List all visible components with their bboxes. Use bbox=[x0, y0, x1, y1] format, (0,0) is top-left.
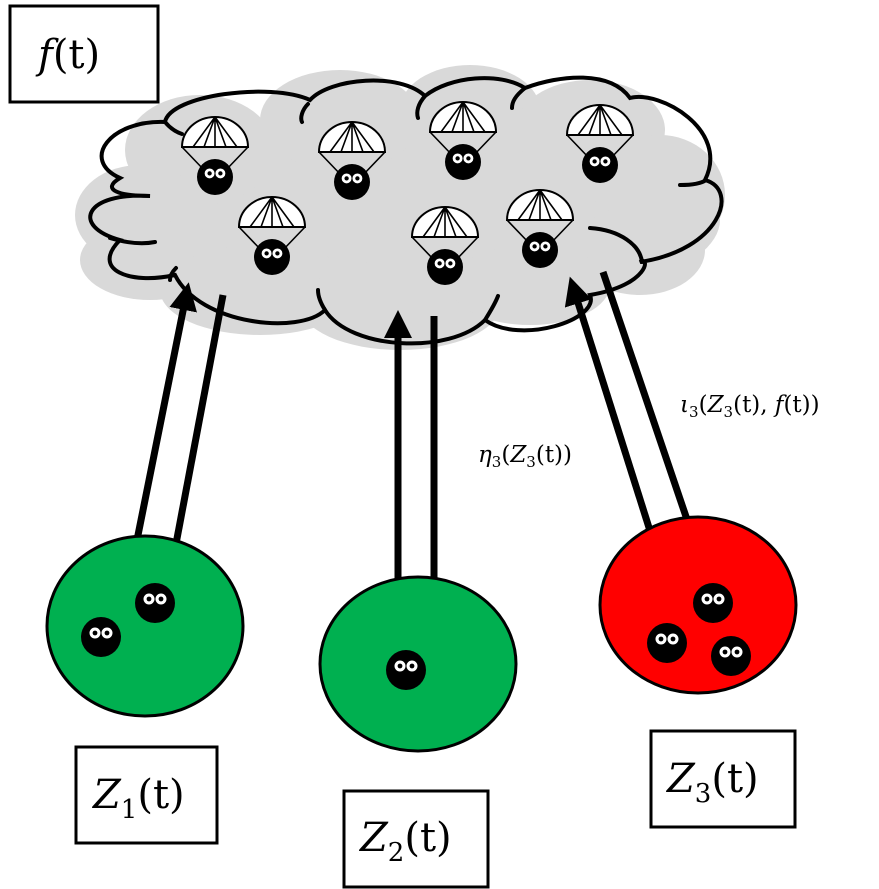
individual-face-icon bbox=[710, 635, 752, 677]
forcing-label: f(t) bbox=[35, 32, 100, 78]
arrow-z1-to-cloud bbox=[129, 282, 197, 561]
z1-label-box: Z1(t) bbox=[74, 745, 219, 845]
individual-face-icon bbox=[80, 616, 122, 658]
eta-rate-label: η3(Z3(t)) bbox=[478, 442, 572, 471]
z3-label: Z3(t) bbox=[665, 756, 759, 809]
z3-label-box: Z3(t) bbox=[649, 729, 797, 829]
z1-label: Z1(t) bbox=[91, 772, 185, 825]
z2-label-box: Z2(t) bbox=[342, 789, 490, 889]
individual-face-icon bbox=[385, 649, 427, 691]
individual-face-icon bbox=[134, 582, 176, 624]
individual-face-icon bbox=[692, 582, 734, 624]
forcing-label-box: f(t) bbox=[8, 4, 160, 104]
arrow-cloud-to-z1 bbox=[160, 294, 227, 579]
pile-z1 bbox=[45, 534, 245, 718]
cloud bbox=[75, 65, 725, 350]
pile-z2 bbox=[318, 575, 518, 753]
flow-arrows bbox=[129, 270, 707, 624]
z2-label: Z2(t) bbox=[358, 815, 452, 868]
pile-z3 bbox=[598, 515, 798, 695]
individual-face-icon bbox=[646, 622, 688, 664]
arrow-z3-to-cloud bbox=[564, 276, 667, 574]
iota-rate-label: ι3(Z3(t), f(t)) bbox=[680, 392, 820, 421]
arrow-cloud-to-z3 bbox=[599, 270, 707, 566]
